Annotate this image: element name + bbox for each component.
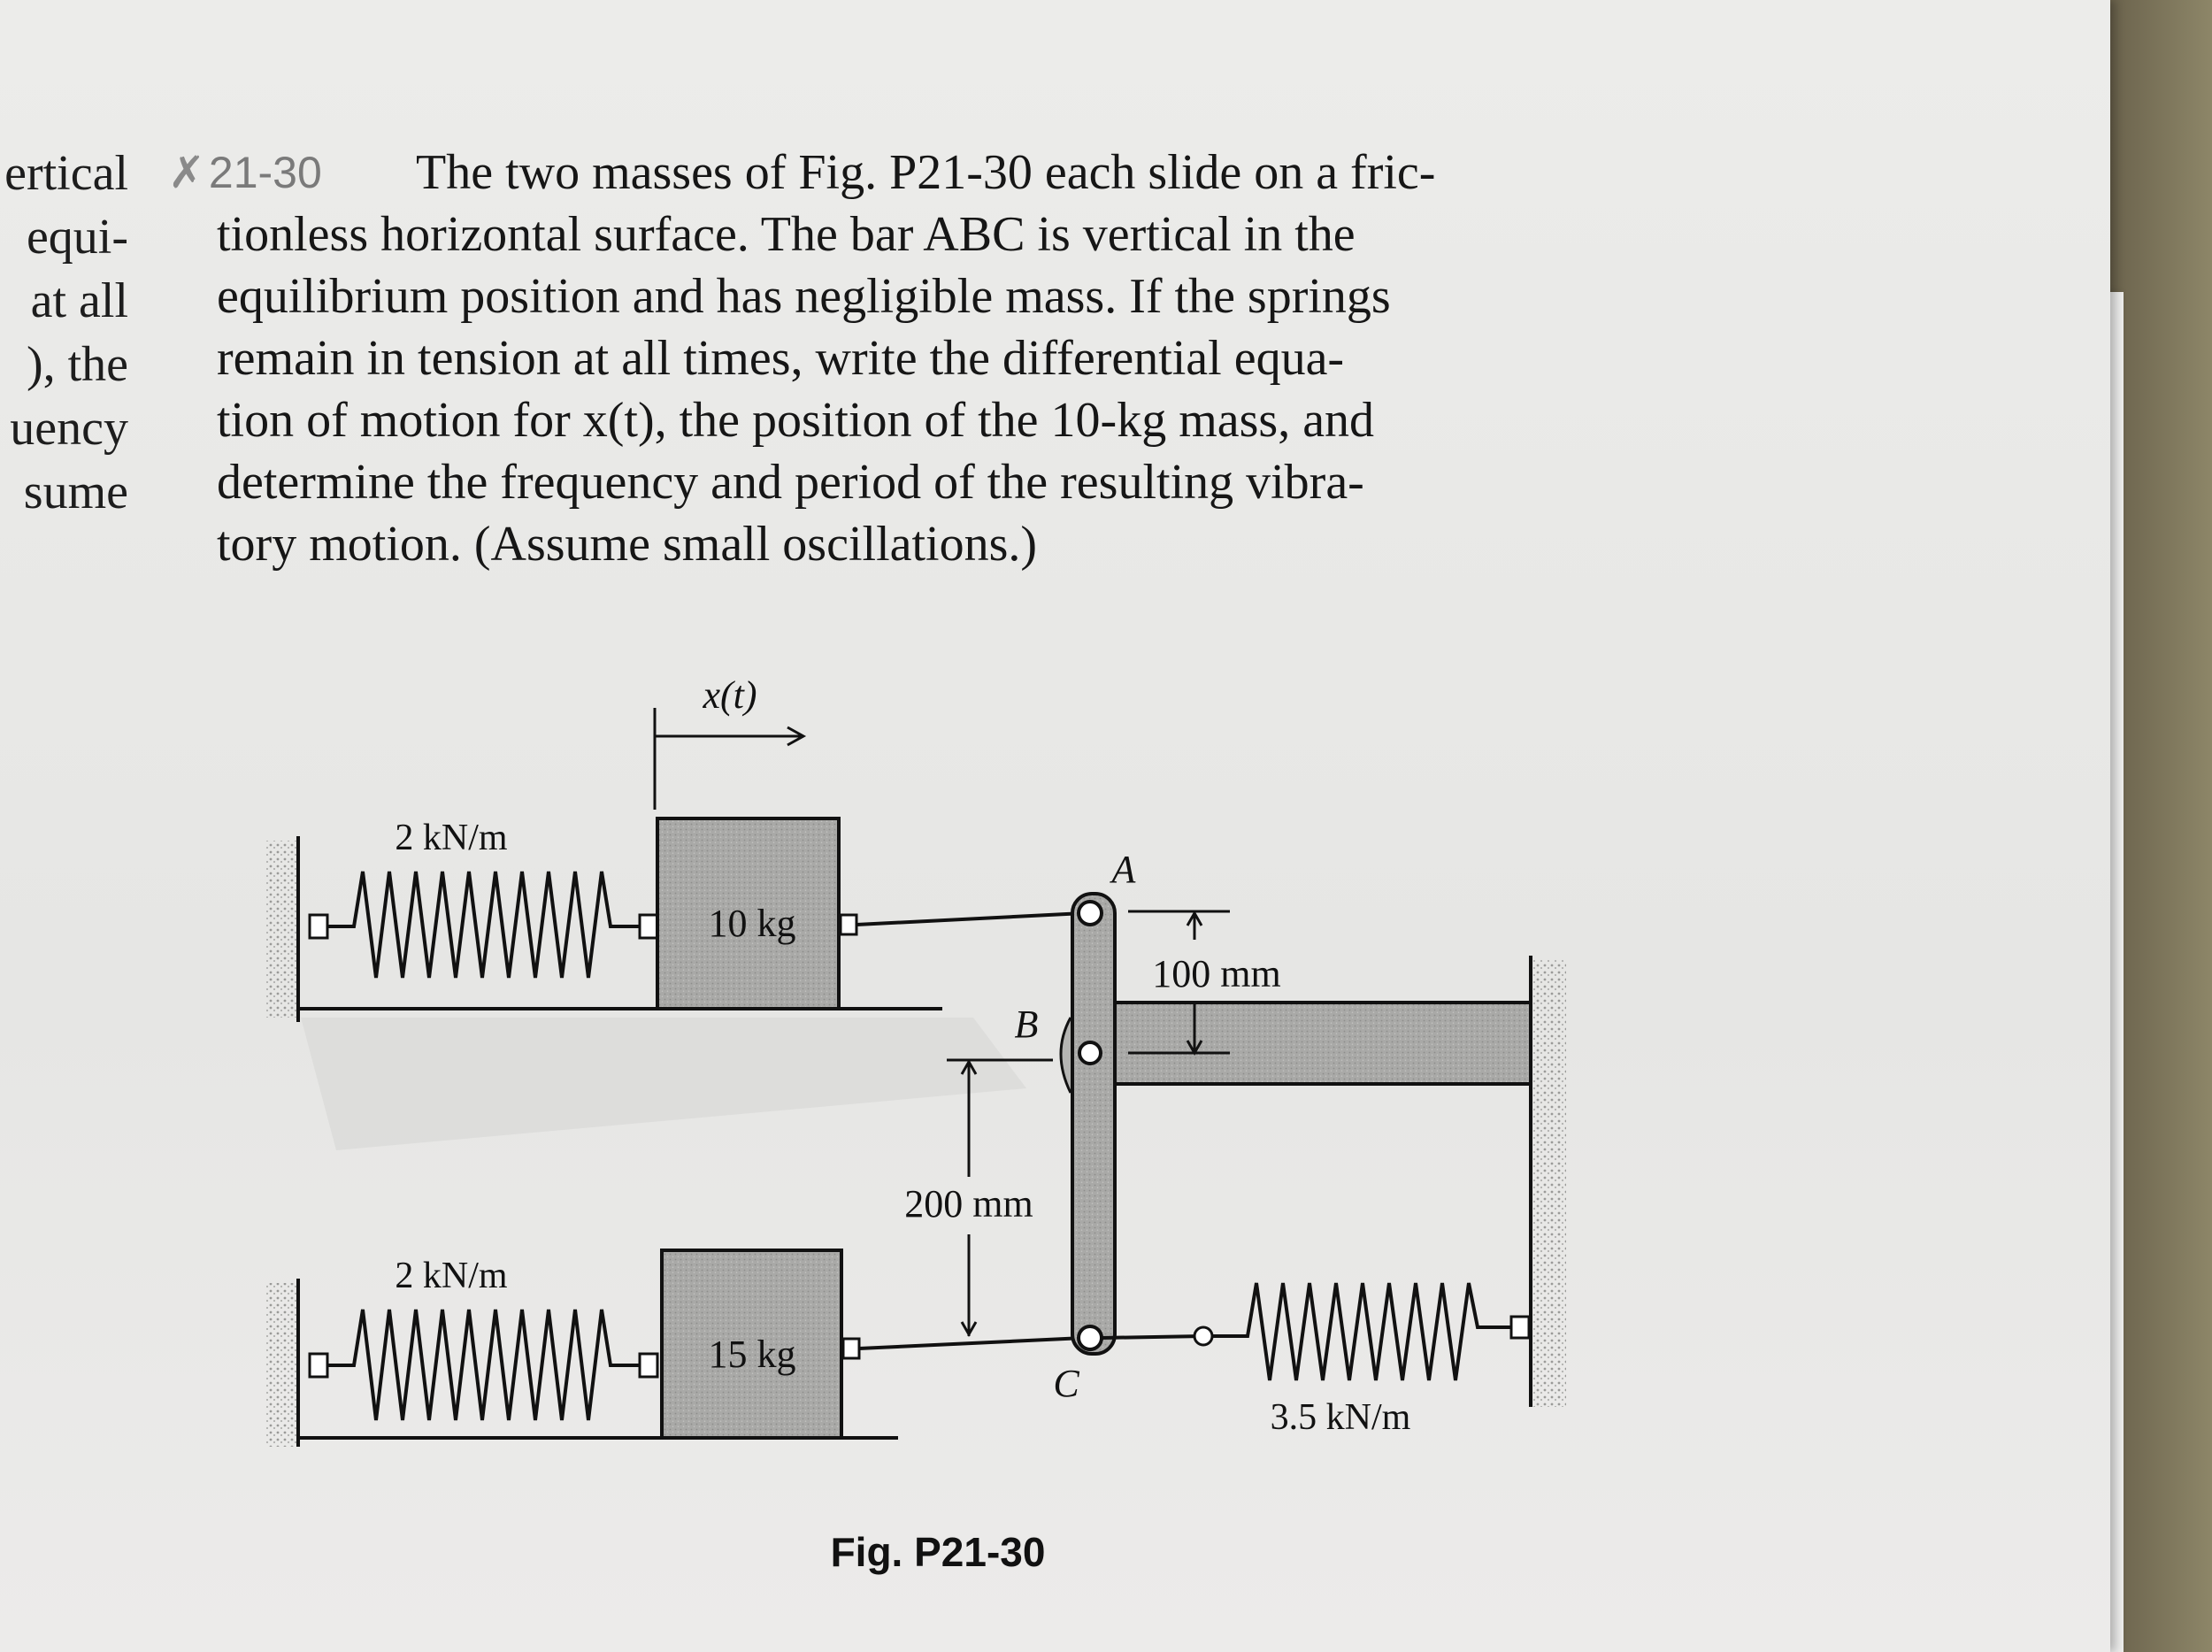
dim-arrowhead-icon [1186, 910, 1203, 926]
dim-arrowhead-icon [1186, 1040, 1203, 1057]
right-link-rod [1101, 1334, 1204, 1340]
displacement-label: x(t) [702, 673, 757, 717]
problem-statement: tionless horizontal surface. The bar ABC… [217, 204, 1391, 575]
lower-link-rod [858, 1336, 1085, 1350]
shadow [301, 1018, 1026, 1150]
dim-bc-label: 200 mm [904, 1182, 1033, 1226]
lower-mass-block [660, 1249, 843, 1440]
wall-hatch [265, 1283, 297, 1447]
link-clevis [841, 1337, 861, 1360]
point-b-label: B [1015, 1003, 1039, 1046]
problem-number-text: 21-30 [208, 148, 322, 197]
spring-end-cap [638, 1352, 659, 1379]
link-clevis [839, 913, 858, 936]
point-a-label: A [1110, 848, 1137, 891]
upper-link-rod [856, 911, 1085, 926]
problem-line: remain in tension at all times, write th… [217, 331, 1345, 386]
right-spring-label: 3.5 kN/m [1271, 1397, 1411, 1438]
pin-a-icon [1077, 900, 1103, 926]
problem-line: determine the frequency and period of th… [217, 455, 1364, 510]
dim-arrowhead-icon [960, 1321, 978, 1338]
problem-line-first: The two masses of Fig. P21-30 each slide… [416, 145, 1436, 200]
margin-fragment: at all [30, 273, 128, 328]
margin-fragment: equi- [26, 210, 128, 265]
wall-hatch [1532, 960, 1566, 1407]
problem-line: tory motion. (Assume small oscillations.… [217, 517, 1038, 572]
problem-line: equilibrium position and has negligible … [217, 269, 1391, 324]
wall-hatch [265, 841, 297, 1018]
spring-end-cap [1509, 1315, 1531, 1340]
left-margin-fragments: ertical equi- at all ), the uency sume [0, 142, 128, 524]
pivot-bracket [1059, 1017, 1072, 1094]
bar-abc [1071, 892, 1117, 1356]
lower-spring-label: 2 kN/m [395, 1256, 508, 1296]
textbook-page: ertical equi- at all ), the uency sume ✗… [0, 0, 2110, 1652]
pin-b-icon [1078, 1041, 1102, 1065]
upper-spring-label: 2 kN/m [395, 818, 508, 858]
upper-mass-label: 10 kg [709, 902, 796, 945]
problem-number: ✗21-30 [168, 142, 322, 204]
spring-end-cap [308, 913, 329, 940]
margin-fragment: ertical [4, 146, 128, 201]
dim-arrowhead-icon [960, 1058, 978, 1075]
star-mark-icon: ✗ [168, 148, 205, 197]
spring-eye-icon [1193, 1325, 1214, 1347]
pin-c-icon [1077, 1325, 1103, 1351]
dim-ab-label: 100 mm [1152, 952, 1280, 995]
upper-mass-block [656, 817, 841, 1010]
problem-line: tionless horizontal surface. The bar ABC… [217, 207, 1356, 262]
margin-fragment: ), the [26, 337, 128, 392]
spring-end-cap [308, 1352, 329, 1379]
arrowhead-icon [787, 726, 807, 747]
support-beam [1113, 1001, 1532, 1086]
point-c-label: C [1053, 1362, 1079, 1405]
spring-end-cap [638, 913, 659, 940]
upper-left-spring [327, 871, 641, 979]
lower-left-spring [327, 1309, 641, 1421]
figure-p21-30: x(t) 2 kN/m 10 kg 2 kN/m 15 kg [265, 673, 1566, 1575]
problem-line: tion of motion for x(t), the position of… [217, 393, 1375, 448]
right-spring [1212, 1282, 1511, 1381]
margin-fragment: uency [10, 401, 128, 456]
figure-caption: Fig. P21-30 [831, 1529, 1046, 1575]
margin-fragment: sume [23, 465, 128, 519]
lower-mass-label: 15 kg [709, 1333, 796, 1376]
